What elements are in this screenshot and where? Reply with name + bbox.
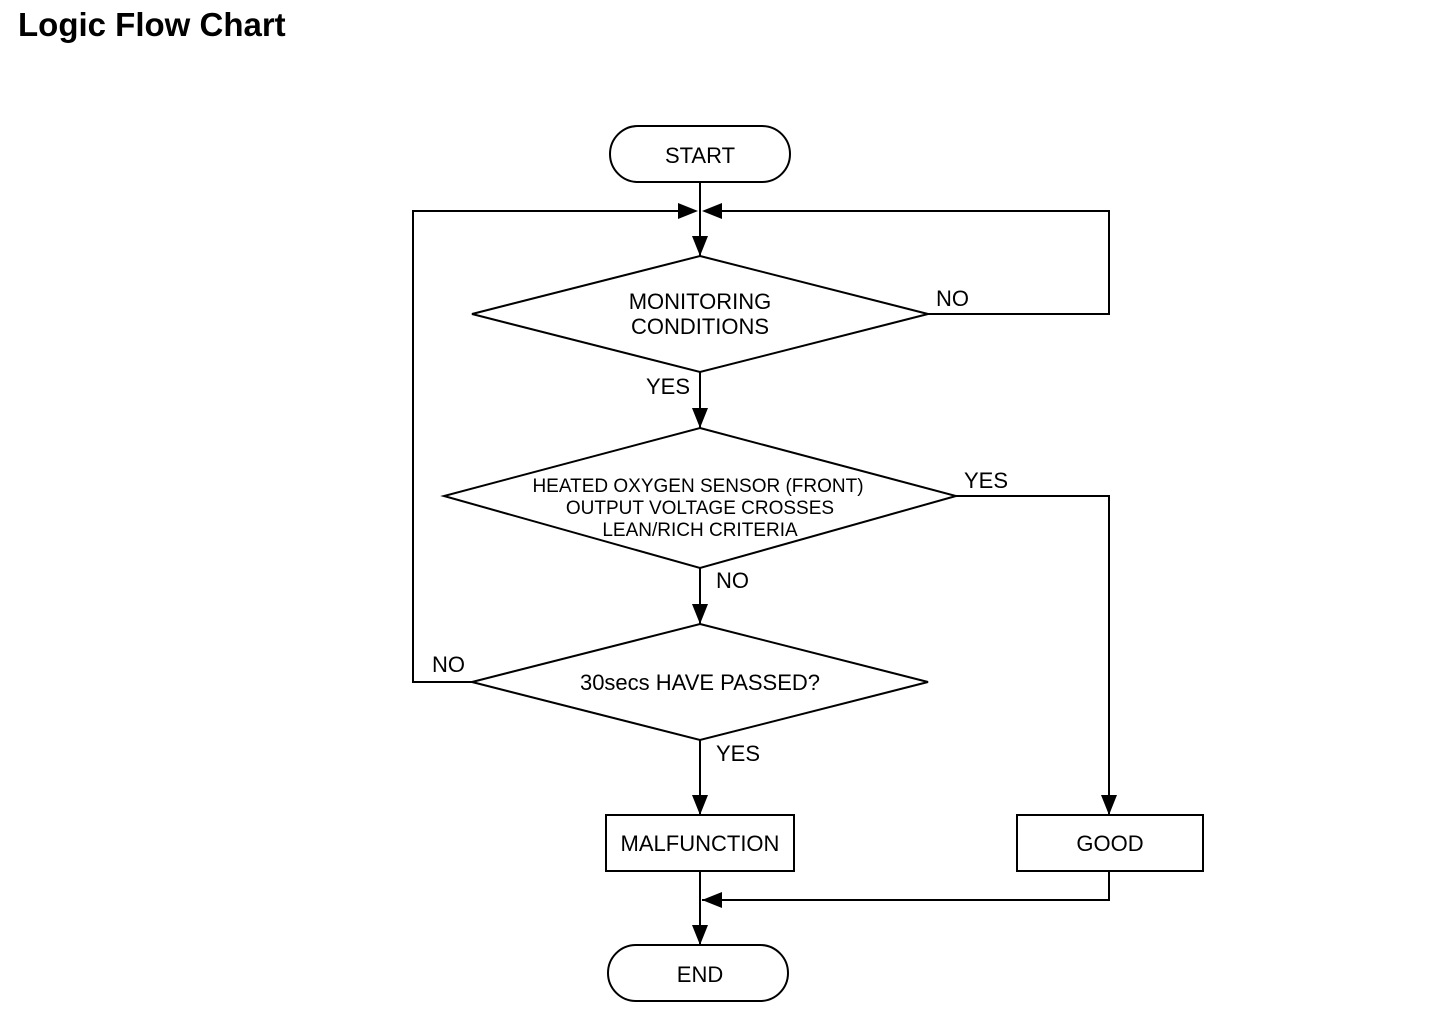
monitoring-yes-label: YES (646, 374, 690, 399)
monitoring-label-line1: MONITORING (629, 289, 772, 314)
arrow-into-malfunction (692, 795, 708, 815)
connector-sensor-yes (956, 495, 1110, 815)
sensor-label-line3: LEAN/RICH CRITERIA (602, 520, 798, 541)
timer-label: 30secs HAVE PASSED? (580, 670, 820, 695)
timer-no-label: NO (432, 652, 465, 677)
start-label: START (665, 143, 735, 168)
malfunction-label: MALFUNCTION (621, 831, 780, 856)
arrow-into-timer (692, 604, 708, 624)
page-title: Logic Flow Chart (18, 6, 286, 43)
arrow-into-sensor (692, 408, 708, 428)
end-label: END (677, 962, 723, 987)
connector-good-end (702, 871, 1110, 901)
arrow-into-end (692, 925, 708, 945)
arrow-merge-right (702, 203, 722, 219)
arrow-into-good (1101, 795, 1117, 815)
sensor-no-label: NO (716, 568, 749, 593)
timer-yes-label: YES (716, 741, 760, 766)
end-terminal (607, 944, 789, 1002)
sensor-yes-label: YES (964, 468, 1008, 493)
monitoring-label-line2: CONDITIONS (631, 314, 769, 339)
sensor-label-line1: HEATED OXYGEN SENSOR (FRONT) (532, 476, 863, 497)
malfunction-box (605, 814, 795, 872)
sensor-label-line2: OUTPUT VOLTAGE CROSSES (566, 498, 834, 519)
arrow-good-merge (702, 892, 722, 908)
monitoring-no-label: NO (936, 286, 969, 311)
good-box (1016, 814, 1204, 872)
good-label: GOOD (1076, 831, 1143, 856)
arrow-merge-left (678, 203, 698, 219)
arrow-into-monitoring (692, 236, 708, 256)
connector-timer-no-loop (412, 210, 678, 683)
connector-monitoring-no-loop (722, 210, 1110, 315)
